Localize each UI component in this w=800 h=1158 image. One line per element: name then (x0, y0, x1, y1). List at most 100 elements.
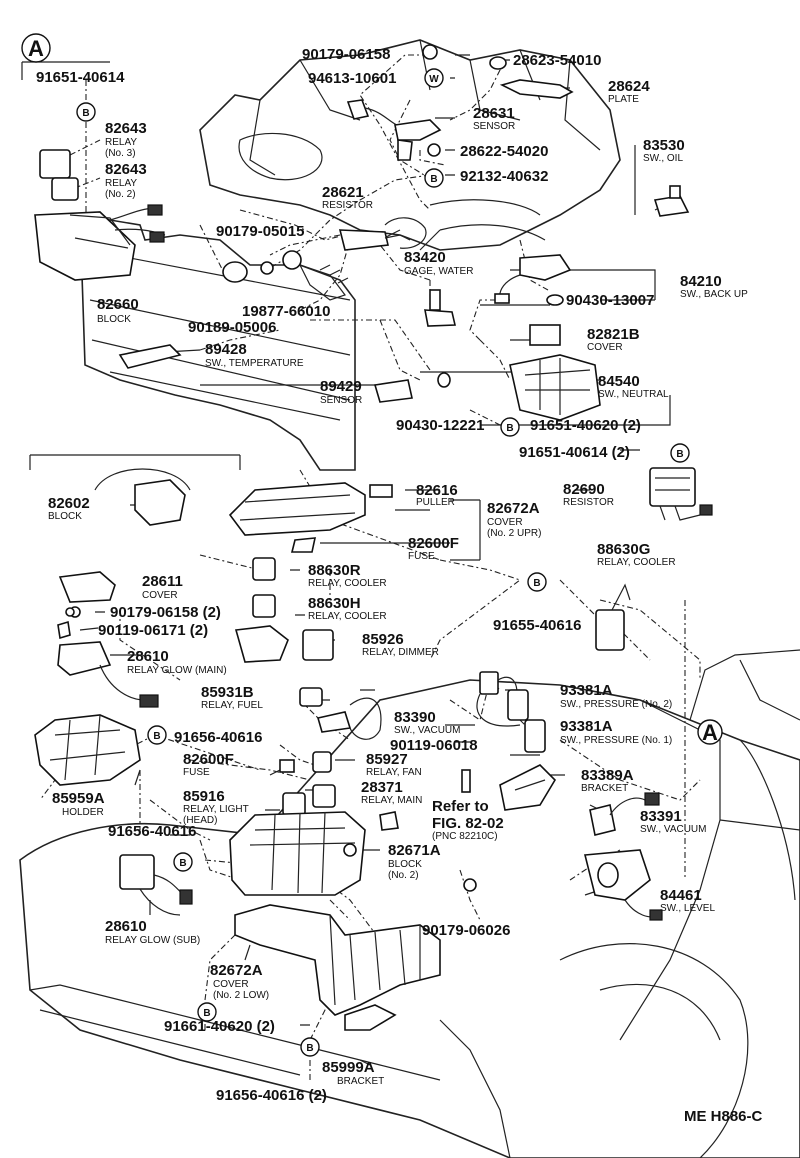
refer-to-figure: FIG. 82-02 (432, 815, 504, 832)
part-description: RELAY (105, 178, 137, 189)
part-number: 91656-40616 (2) (216, 1087, 327, 1104)
callout: 85931B RELAY, FUEL (201, 684, 263, 711)
callout: 28624 PLATE (608, 78, 650, 105)
part-description: PLATE (608, 94, 639, 105)
part-description: RESISTOR (322, 200, 373, 211)
part-description: RELAY GLOW (MAIN) (127, 665, 227, 676)
callout: 91651-40620 (2) (530, 417, 641, 434)
part-glow-relay-sub (119, 854, 193, 916)
part-description: COVER (587, 342, 623, 353)
part-number: 82600F (408, 535, 459, 552)
callout: 82600F FUSE (183, 751, 234, 778)
callout: 85926 RELAY, DIMMER (362, 631, 439, 658)
part-center-relays (279, 687, 399, 831)
part-number: 82821B (587, 326, 640, 343)
part-description: RELAY, FUEL (201, 700, 263, 711)
callout: 83390 SW., VACUUM (394, 709, 460, 736)
part-number: 82600F (183, 751, 234, 768)
part-number: 90179-06158 (302, 46, 390, 63)
callout: 90430-13007 (566, 292, 654, 309)
part-description: RESISTOR (563, 497, 614, 508)
part-description: SENSOR (473, 121, 515, 132)
part-resistor-right (649, 467, 713, 521)
part-block-82602 (94, 468, 191, 526)
circle-b-6: B (153, 731, 160, 742)
callout: 82672A COVER (No. 2 LOW) (210, 962, 269, 1001)
part-number: 93381A (560, 682, 613, 699)
circle-b-5: B (533, 578, 540, 589)
callout: 28622-54020 (460, 143, 548, 160)
callout: 85916 RELAY, LIGHT (HEAD) (183, 788, 249, 826)
part-pressure-switches (476, 583, 660, 836)
callout: 19877-66010 (242, 303, 330, 320)
callout: 28611 COVER (142, 573, 183, 601)
callout: 28610 RELAY GLOW (MAIN) (127, 648, 227, 676)
callout: 93381A SW., PRESSURE (No. 2) (560, 682, 672, 710)
part-number: 28621 (322, 184, 364, 201)
part-level-switch (583, 849, 663, 921)
callout: 90179-06158 (302, 46, 390, 63)
part-holder-85959a (34, 714, 141, 786)
part-number: 82602 (48, 495, 90, 512)
part-number: 91656-40616 (108, 823, 196, 840)
part-description: (No. 2 UPR) (487, 528, 541, 539)
callout: 91651-40614 (2) (519, 444, 630, 461)
part-number: 90430-13007 (566, 292, 654, 309)
view-marker-a: A (28, 36, 44, 61)
callout: 82616 PULLER (416, 482, 458, 508)
part-number: 82690 (563, 481, 605, 498)
part-description: RELAY, COOLER (308, 611, 387, 622)
callout: 90430-12221 (396, 417, 484, 434)
solid-leaders (79, 54, 666, 1066)
callout: 91651-40614 (36, 69, 125, 86)
part-description: SENSOR (320, 395, 362, 406)
part-description: (No. 3) (105, 148, 136, 159)
part-relays-upper-left (34, 149, 166, 281)
callout: 82671A BLOCK (No. 2) (388, 842, 441, 881)
part-description: SW., OIL (643, 153, 683, 164)
callout: 84461 SW., LEVEL (660, 887, 715, 914)
callout: 89428 SW., TEMPERATURE (205, 341, 304, 369)
part-description: COVER (142, 590, 178, 601)
callout: 82600F FUSE (408, 535, 459, 562)
part-number: 28631 (473, 105, 515, 122)
part-cover-82672a (228, 482, 393, 553)
part-description: BLOCK (48, 511, 82, 522)
part-description: SW., VACUUM (640, 824, 706, 835)
callout: 88630R RELAY, COOLER (308, 562, 387, 589)
callout: 88630H RELAY, COOLER (308, 595, 387, 622)
callout: 91656-40616 (174, 729, 262, 746)
callout: 83420 GAGE, WATER (404, 249, 473, 277)
part-number: 28622-54020 (460, 143, 548, 160)
part-description: RELAY GLOW (SUB) (105, 935, 200, 946)
part-description: RELAY, FAN (366, 767, 422, 778)
callout: 82672A COVER (No. 2 UPR) (487, 500, 541, 539)
circle-b-4: B (676, 449, 683, 460)
callout: 94613-10601 (308, 70, 396, 87)
callout: 91655-40616 (493, 617, 581, 634)
callout: 82690 RESISTOR (563, 481, 614, 508)
part-number: 91651-40620 (2) (530, 417, 641, 434)
part-number: 83530 (643, 137, 685, 154)
circle-markers: A A B W B B B B B B B B (21, 33, 723, 1057)
circle-b-1: B (82, 108, 89, 119)
part-lower-bracket (234, 904, 441, 1031)
part-number: 90189-05006 (188, 319, 276, 336)
part-number: 88630R (308, 562, 361, 579)
part-number: 92132-40632 (460, 168, 548, 185)
part-number: 88630H (308, 595, 361, 612)
callout: 90119-06018 (390, 737, 478, 754)
part-description: BRACKET (337, 1076, 384, 1087)
callout-labels: 91651-40614 82643 RELAY (No. 3) 82643 RE… (36, 46, 748, 1104)
callout: 92132-40632 (460, 168, 548, 185)
part-number: 90430-12221 (396, 417, 484, 434)
part-description: SW., LEVEL (660, 903, 715, 914)
callout: 90119-06171 (2) (98, 622, 208, 639)
part-description: RELAY, DIMMER (362, 647, 439, 658)
part-engine-sensors (118, 44, 690, 403)
refer-to-note: Refer to FIG. 82-02 (PNC 82210C) (432, 798, 504, 842)
part-description: SW., NEUTRAL (598, 389, 669, 400)
part-number: 19877-66010 (242, 303, 330, 320)
